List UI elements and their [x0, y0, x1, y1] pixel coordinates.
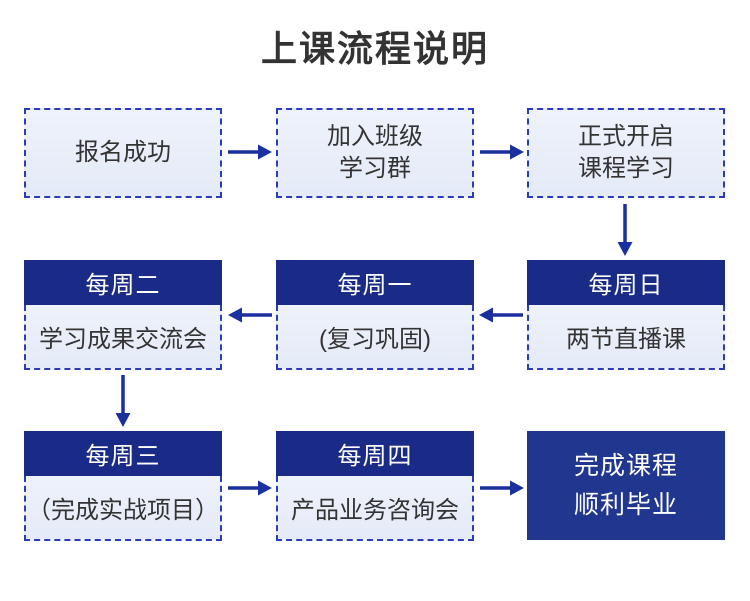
arrow-right-icon [480, 480, 524, 496]
activity-sunday: 两节直播课 [527, 305, 725, 370]
page-title: 上课流程说明 [260, 28, 489, 69]
arrow-right-icon [480, 144, 524, 160]
activity-wednesday: （完成实战项目） [24, 476, 222, 541]
flow-step-thursday: 每周四 产品业务咨询会 [276, 431, 474, 541]
flow-step-wednesday: 每周三 （完成实战项目） [24, 431, 222, 541]
day-header-thursday: 每周四 [276, 431, 474, 476]
arrow-down-icon [617, 204, 633, 256]
arrow-right-icon [228, 144, 272, 160]
flow-step-tuesday: 每周二 学习成果交流会 [24, 260, 222, 370]
arrow-right-icon [228, 480, 272, 496]
day-header-sunday: 每周日 [527, 260, 725, 305]
flow-step-join-class-group: 加入班级 学习群 [276, 108, 474, 198]
arrow-down-icon [115, 375, 131, 427]
flow-step-start-course: 正式开启 课程学习 [527, 108, 725, 198]
day-header-tuesday: 每周二 [24, 260, 222, 305]
arrow-left-icon [228, 307, 272, 323]
activity-tuesday: 学习成果交流会 [24, 305, 222, 370]
day-header-wednesday: 每周三 [24, 431, 222, 476]
arrow-left-icon [479, 307, 523, 323]
activity-monday: (复习巩固) [276, 305, 474, 370]
flow-step-monday: 每周一 (复习巩固) [276, 260, 474, 370]
flow-step-signup: 报名成功 [24, 108, 222, 198]
flow-step-graduate: 完成课程 顺利毕业 [527, 431, 725, 540]
activity-thursday: 产品业务咨询会 [276, 476, 474, 541]
day-header-monday: 每周一 [276, 260, 474, 305]
flow-step-sunday: 每周日 两节直播课 [527, 260, 725, 370]
